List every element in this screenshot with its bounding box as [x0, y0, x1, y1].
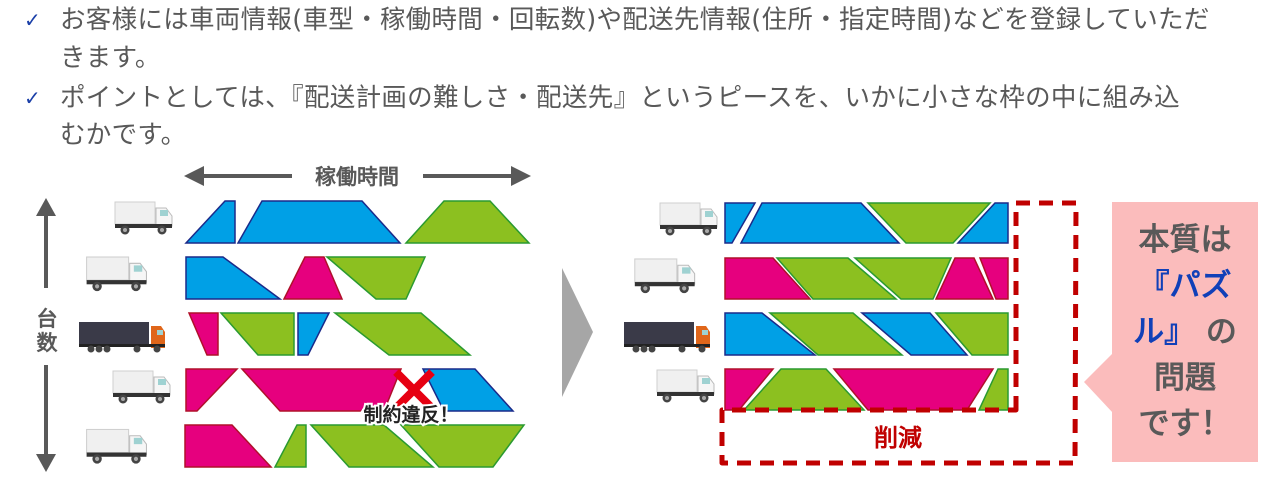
- reduction-label: 削減: [874, 424, 922, 452]
- piece-blue: [859, 312, 969, 356]
- x-axis-label: 稼働時間: [315, 165, 399, 189]
- left-pieces: [184, 200, 531, 468]
- check-icon: ✓: [24, 86, 41, 110]
- container-truck-icon: [79, 322, 165, 353]
- y-axis-arrow: [36, 198, 56, 472]
- piece-green: [309, 424, 436, 468]
- piece-blue: [956, 202, 1009, 244]
- piece-green: [853, 257, 953, 300]
- piece-blue: [739, 202, 901, 244]
- piece-green: [399, 424, 526, 468]
- x-axis-arrow: [184, 166, 531, 186]
- piece-magenta: [240, 368, 403, 412]
- arrow-right-icon: [562, 268, 593, 397]
- callout-no: の: [1205, 314, 1237, 350]
- piece-magenta: [185, 368, 239, 412]
- piece-green: [934, 312, 1009, 356]
- y-axis-label-1: 台: [37, 307, 58, 331]
- piece-magenta: [724, 257, 812, 300]
- reduction-area: [719, 200, 1079, 466]
- callout-line-4: 問題: [1154, 360, 1216, 396]
- piece-blue: [421, 368, 515, 412]
- bullet-2-line-2: むかです。: [60, 120, 187, 150]
- truck-icon: [656, 369, 715, 403]
- piece-blue: [724, 202, 757, 244]
- truck-icon: [634, 258, 696, 294]
- truck-icon: [659, 202, 718, 236]
- truck-icon: [112, 370, 171, 404]
- bullet-1-line-2: きます。: [60, 43, 161, 73]
- truck-icon: [86, 256, 147, 292]
- cross-icon: [393, 369, 435, 411]
- callout-line-5: です！: [1138, 406, 1232, 442]
- bullet-1-line-1: お客様には車両情報(車型・稼働時間・回転数)や配送先情報(住所・指定時間)などを…: [60, 5, 1210, 35]
- y-axis-label-2: 数: [37, 331, 59, 355]
- piece-green: [273, 424, 307, 468]
- piece-blue: [297, 312, 331, 356]
- piece-blue: [236, 200, 402, 244]
- piece-magenta: [187, 312, 219, 356]
- piece-magenta: [184, 424, 273, 468]
- callout-line-1: 本質は: [1138, 222, 1232, 258]
- piece-magenta: [934, 257, 995, 300]
- piece-magenta: [978, 257, 1009, 300]
- callout-puzzle-2: ル』: [1133, 314, 1196, 350]
- truck-icon: [86, 428, 147, 465]
- bullet-2-line-1: ポイントとしては、『配送計画の難しさ・配送先』というピースを、いかに小さな枠の中…: [60, 83, 1180, 113]
- violation-label: 制約違反！: [363, 403, 458, 426]
- piece-blue: [185, 256, 283, 300]
- callout-box: [1112, 202, 1258, 462]
- piece-green: [404, 200, 531, 244]
- truck-icon: [114, 201, 173, 235]
- callout-puzzle-1: 『パズ: [1138, 268, 1232, 304]
- piece-green: [742, 368, 866, 411]
- container-truck-icon: [624, 322, 710, 353]
- piece-magenta: [282, 256, 344, 300]
- piece-green: [324, 256, 427, 300]
- callout-text: 本質は 『パズ ル』 の 問題 です！: [1112, 202, 1258, 462]
- right-pieces: [724, 202, 1009, 411]
- piece-green: [775, 257, 899, 300]
- piece-blue: [724, 312, 818, 356]
- piece-green: [768, 312, 905, 356]
- piece-green: [219, 312, 295, 356]
- check-icon: ✓: [24, 8, 41, 32]
- piece-green: [332, 312, 473, 356]
- piece-green: [866, 202, 992, 244]
- piece-blue: [184, 200, 236, 244]
- callout-pointer: [1084, 353, 1113, 413]
